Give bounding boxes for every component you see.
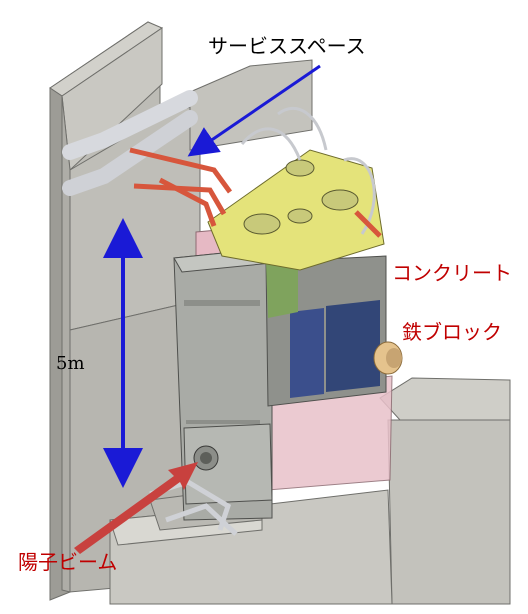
service-space-label: サービススペース	[208, 34, 366, 58]
proton-beam-arrow	[74, 462, 198, 554]
service-pipes	[62, 90, 382, 238]
iron-block-label: 鉄ブロック	[402, 320, 502, 344]
moderator-vessel	[265, 255, 387, 407]
height-label: 5m	[56, 353, 85, 374]
iron-block	[373, 341, 403, 375]
target-station-body	[173, 247, 283, 521]
top-deck	[207, 149, 385, 271]
concrete-label: コンクリート	[392, 261, 512, 285]
service-space-arrow	[187, 64, 321, 157]
proton-beam-label: 陽子ビーム	[18, 550, 118, 574]
